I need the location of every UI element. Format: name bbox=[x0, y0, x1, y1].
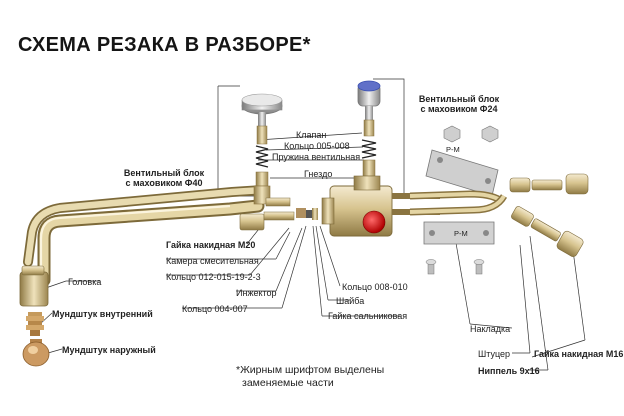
footnote-line1: *Жирным шрифтом выделены bbox=[236, 364, 385, 376]
label-union-nut-m20: Гайка накидная М20 bbox=[166, 240, 256, 250]
label-gland-nut: Гайка сальниковая bbox=[328, 311, 408, 321]
label-valve-block-f40-line2: с маховиком Ф40 bbox=[125, 178, 203, 188]
label-head: Головка bbox=[68, 277, 102, 287]
label-plate-mark-lower: Р-М bbox=[454, 229, 468, 238]
diagram-title: СХЕМА РЕЗАКА В РАЗБОРЕ* bbox=[18, 34, 311, 56]
label-valve-spring: Пружина вентильная bbox=[272, 152, 361, 162]
label-ring-004-007: Кольцо 004-007 bbox=[182, 304, 248, 314]
label-ring-008-010: Кольцо 008-010 bbox=[342, 282, 408, 292]
footnote-line2: заменяемые части bbox=[242, 377, 334, 389]
valve-f24-assembly bbox=[357, 80, 381, 177]
label-union-nut-m16: Гайка накидная М16 bbox=[534, 349, 624, 359]
label-injector: Инжектор bbox=[236, 288, 277, 298]
label-valve-block-f40: Вентильный блок с маховиком Ф40 bbox=[112, 168, 216, 188]
footnote: *Жирным шрифтом выделены заменяемые част… bbox=[236, 364, 384, 390]
label-klapan: Клапан bbox=[296, 130, 327, 140]
label-outer-nozzle: Мундштук наружный bbox=[62, 345, 156, 355]
inner-nozzle-part bbox=[26, 312, 44, 336]
label-ring-012: Кольцо 012-015-19-2-3 bbox=[166, 272, 261, 282]
label-fitting: Штуцер bbox=[478, 349, 511, 359]
right-assembly bbox=[409, 125, 589, 275]
label-gnezdo: Гнездо bbox=[304, 169, 333, 179]
label-valve-block-f40-line1: Вентильный блок bbox=[123, 168, 205, 178]
label-valve-block-f24-line1: Вентильный блок bbox=[418, 94, 500, 104]
valve-f40-assembly bbox=[241, 93, 283, 205]
head-part bbox=[19, 265, 49, 307]
mixing-chamber-parts bbox=[239, 197, 318, 231]
label-valve-block-f24: Вентильный блок с маховиком Ф24 bbox=[404, 94, 514, 114]
label-ring-005-008: Кольцо 005-008 bbox=[284, 141, 350, 151]
outer-nozzle-part bbox=[22, 339, 50, 367]
torch-tube bbox=[23, 185, 267, 287]
label-valve-block-f24-line2: с маховиком Ф24 bbox=[420, 104, 498, 114]
label-inner-nozzle: Мундштук внутренний bbox=[52, 309, 153, 319]
valve-body bbox=[321, 175, 440, 237]
label-nipple: Ниппель 9х16 bbox=[478, 366, 540, 376]
label-washer: Шайба bbox=[336, 296, 365, 306]
label-plate: Накладка bbox=[470, 324, 511, 334]
label-mixing-chamber: Камера смесительная bbox=[166, 256, 259, 266]
label-plate-mark-upper: Р-М bbox=[446, 145, 460, 154]
